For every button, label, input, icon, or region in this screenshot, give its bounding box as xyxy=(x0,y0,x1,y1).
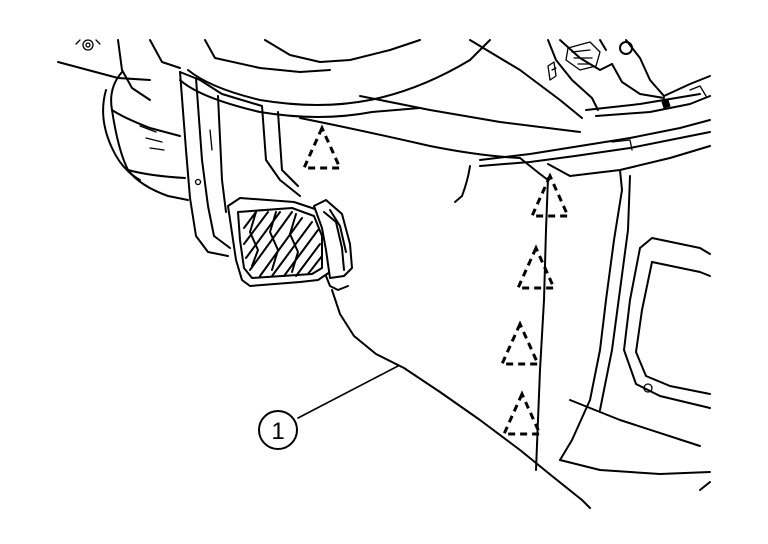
clip-marker-3 xyxy=(515,244,557,290)
steering-column-cover xyxy=(57,39,189,201)
dash-lower-edge xyxy=(454,119,711,203)
center-console-side-panel xyxy=(559,169,711,491)
lower-dash-side-trim xyxy=(331,157,591,509)
callout-circle xyxy=(258,410,298,450)
callout-leader-line xyxy=(297,365,399,419)
clip-marker-4 xyxy=(499,320,541,366)
center-console-upper xyxy=(547,39,711,117)
clip-marker-1 xyxy=(301,124,343,170)
accelerator-pedal xyxy=(227,197,353,291)
clip-marker-5 xyxy=(501,390,543,436)
callout-number: 1 xyxy=(271,418,284,445)
pedal-tread-ridges xyxy=(243,211,323,277)
callout-1: 1 xyxy=(258,365,399,450)
clip-marker-2 xyxy=(529,172,571,218)
a-pillar-lower-trim xyxy=(179,71,301,257)
clip-markers xyxy=(301,124,571,436)
